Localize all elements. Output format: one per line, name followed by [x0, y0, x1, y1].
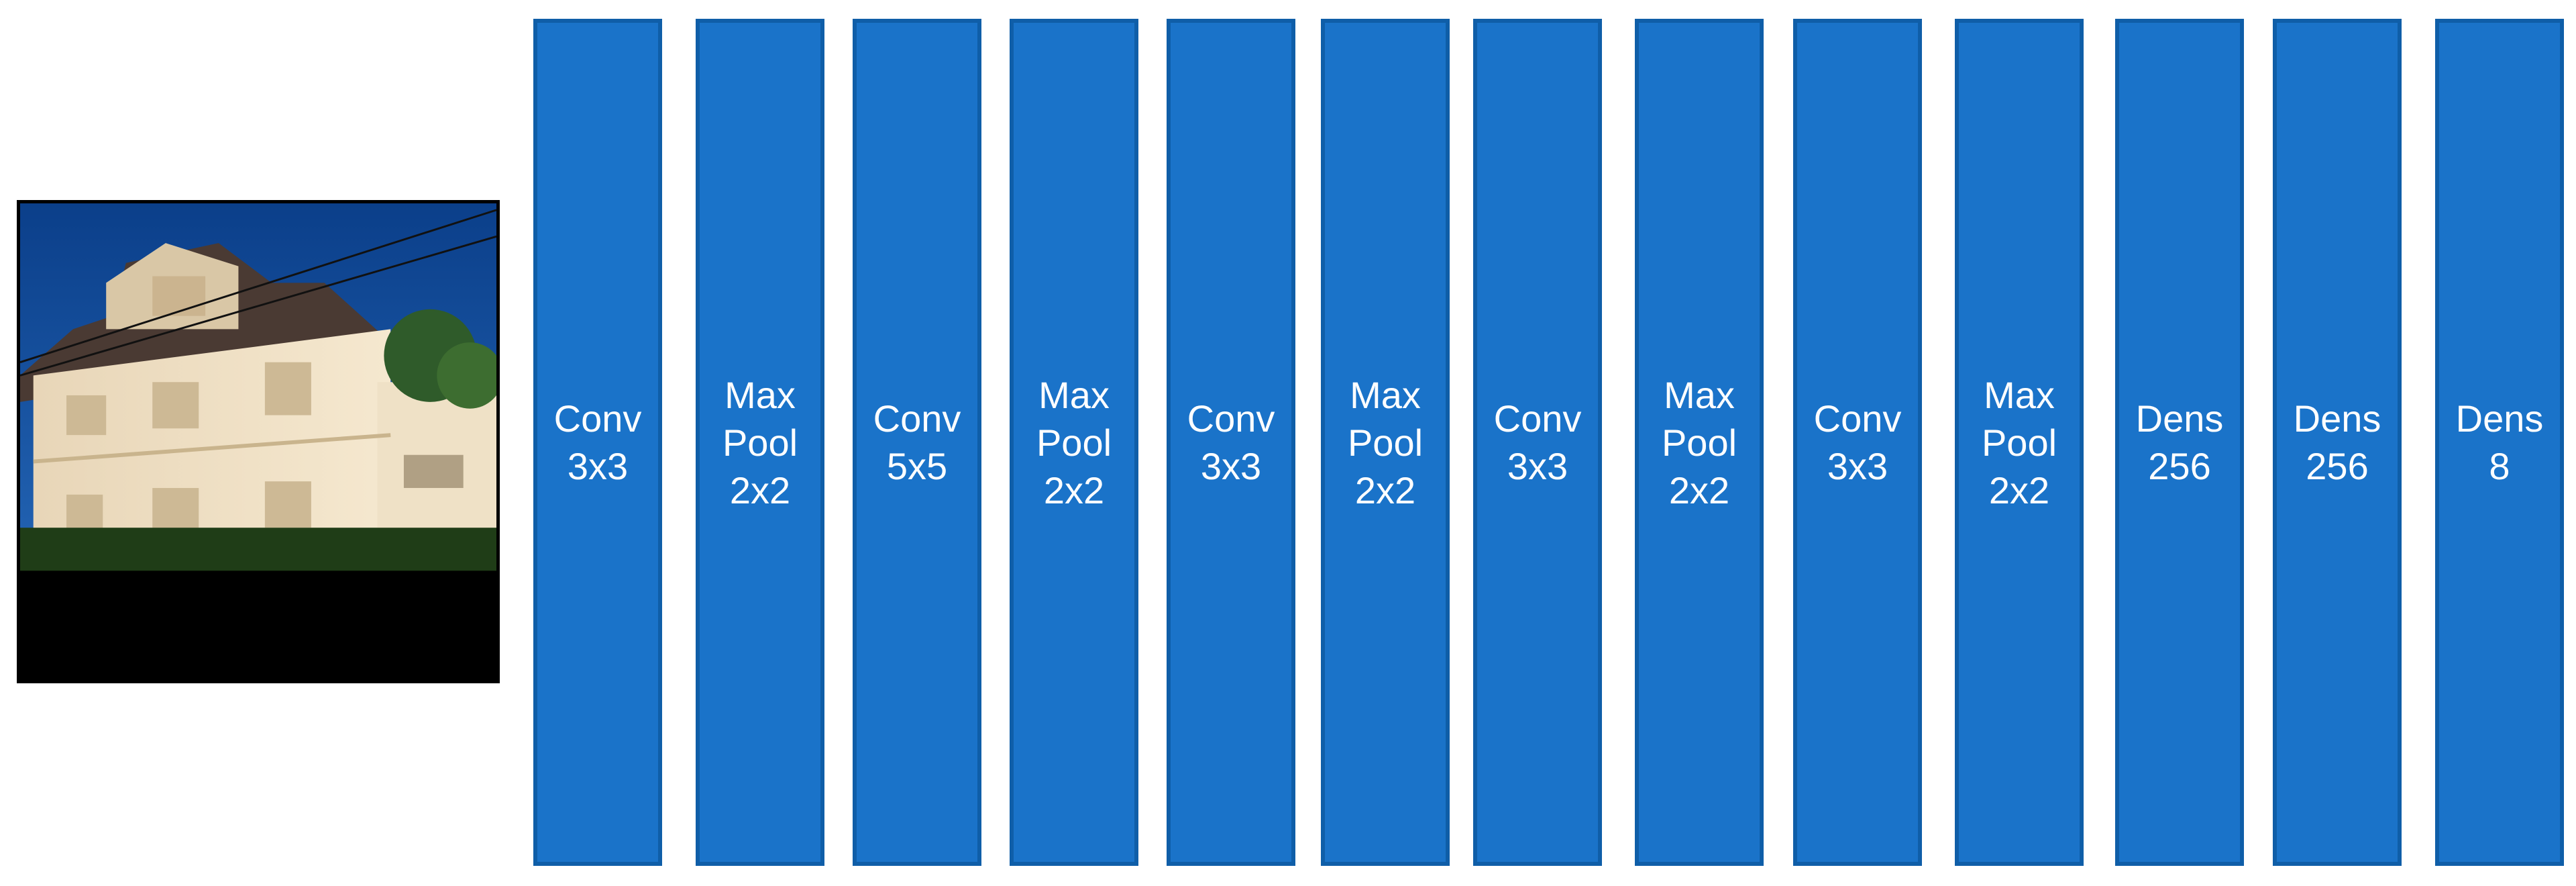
layer-label-line: Pool	[1347, 421, 1424, 464]
layer-label-line: Conv	[873, 397, 961, 440]
layer-label-line: 256	[2306, 445, 2369, 487]
layer-label-line: 2x2	[1354, 469, 1416, 511]
layer-label-line: Dens	[2455, 397, 2544, 440]
layer-label-line: 2x2	[1043, 469, 1105, 511]
layer-label-line: Max	[1038, 373, 1110, 416]
layer-label-line: Max	[1664, 373, 1735, 416]
layer-5-conv: Conv 3x3	[1167, 19, 1295, 866]
layer-label-line: Dens	[2293, 397, 2381, 440]
layer-label-line: Max	[1984, 373, 2055, 416]
layer-label-line: 3x3	[1827, 445, 1888, 487]
layer-label-line: 3x3	[567, 445, 629, 487]
layer-label-line: 2x2	[1988, 469, 2050, 511]
layer-label-line: Conv	[553, 397, 642, 440]
layer-12-dens: Dens 256	[2273, 19, 2402, 866]
layer-11-dens: Dens 256	[2115, 19, 2244, 866]
layer-label-line: Pool	[1661, 421, 1737, 464]
house-photo-icon	[20, 203, 496, 680]
layer-13-dens: Dens 8	[2435, 19, 2564, 866]
layer-label-line: 2x2	[1668, 469, 1730, 511]
layer-label-line: 5x5	[886, 445, 948, 487]
layer-label-line: Conv	[1813, 397, 1902, 440]
layer-label-line: Pool	[722, 421, 798, 464]
layer-9-conv: Conv 3x3	[1793, 19, 1922, 866]
layer-label-line: Max	[1350, 373, 1421, 416]
layer-label-line: Conv	[1187, 397, 1275, 440]
layer-7-conv: Conv 3x3	[1473, 19, 1602, 866]
layer-3-conv: Conv 5x5	[853, 19, 981, 866]
layer-label-line: Conv	[1493, 397, 1582, 440]
layer-label-line: 3x3	[1200, 445, 1262, 487]
layer-label-line: 2x2	[729, 469, 791, 511]
layer-label-line: 256	[2148, 445, 2211, 487]
layer-1-conv: Conv 3x3	[533, 19, 662, 866]
layer-label-line: Pool	[1036, 421, 1112, 464]
layer-label-line: Pool	[1981, 421, 2057, 464]
layer-label-line: Max	[724, 373, 796, 416]
layer-label-line: 8	[2489, 445, 2510, 487]
input-house-photo	[17, 200, 500, 683]
layer-label-line: 3x3	[1507, 445, 1568, 487]
layer-label-line: Dens	[2135, 397, 2224, 440]
